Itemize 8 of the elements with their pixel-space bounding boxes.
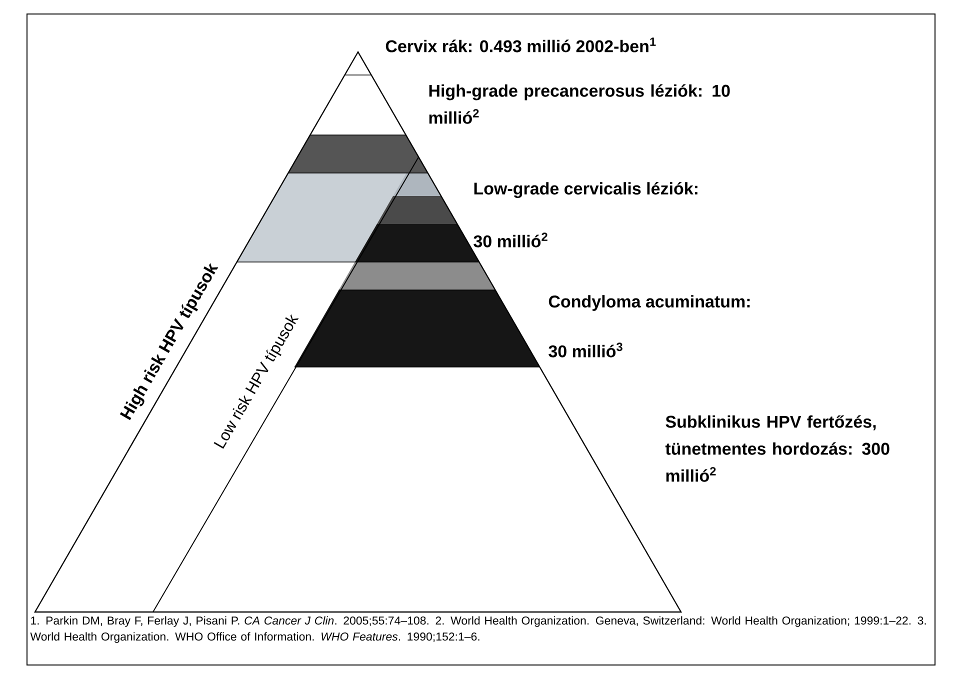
level-value: 30 millió$^{3}$ (548, 342, 622, 358)
level-label: High-grade precancerosus léziók: 10 millió$^{2}$ (429, 84, 730, 124)
level-label: Cervix rák: 0.493 millió 2002-ben$^{1}$ (386, 38, 656, 52)
level-label: Low-grade cervicalis léziók: (474, 182, 698, 198)
level-label: Condyloma acuminatum: (548, 295, 750, 311)
level-value: 30 millió$^{2}$ (474, 232, 548, 248)
reference-note: 1. Parkin DM, Bray F, Ferlay J, Pisani P. CA Cancer J Clin. 2005;55:74–108. 2. World Health Organization. Geneva, Switzerland: World Health Organization; 1999:1–22. 3. World Health Organization. WHO Office of Information. WHO Features. 1990;152:1–6. (30, 616, 926, 643)
level-label: Subklinikus HPV fertőzés, tünetmentes hordozás: 300 millió$^{2}$ (665, 415, 890, 482)
